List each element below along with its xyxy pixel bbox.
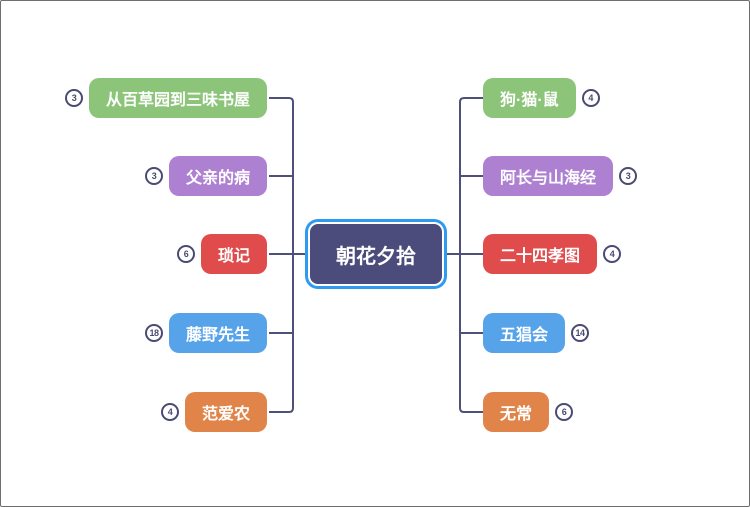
branch-label: 范爱农	[201, 406, 250, 423]
collapse-count-badge[interactable]: 3	[144, 167, 163, 185]
root-node-label: 朝花夕拾	[336, 245, 416, 268]
left-branch-1[interactable]: 3 从百草园到三味书屋	[64, 78, 267, 118]
collapse-count-badge[interactable]: 18	[144, 324, 163, 342]
right-branch-4[interactable]: 五猖会 14	[483, 313, 590, 353]
collapse-count-badge[interactable]: 3	[64, 89, 83, 107]
right-branch-1[interactable]: 狗·猫·鼠 4	[483, 78, 600, 118]
collapse-count-badge[interactable]: 6	[176, 245, 195, 263]
left-branch-2[interactable]: 3 父亲的病	[144, 156, 267, 196]
collapse-count-badge[interactable]: 4	[160, 403, 179, 421]
collapse-count-badge[interactable]: 4	[603, 245, 622, 263]
collapse-count-badge[interactable]: 6	[555, 403, 574, 421]
branch-label: 琐记	[217, 248, 250, 265]
branch-label: 从百草园到三味书屋	[105, 92, 250, 109]
right-branch-5[interactable]: 无常 6	[483, 392, 574, 432]
right-branch-3[interactable]: 二十四孝图 4	[483, 234, 622, 274]
branch-label: 二十四孝图	[500, 248, 581, 265]
root-node[interactable]: 朝花夕拾	[308, 222, 444, 286]
left-branch-5[interactable]: 4 范爱农	[160, 392, 267, 432]
left-bracket-connector	[269, 97, 294, 413]
left-branch-3[interactable]: 6 琐记	[176, 234, 267, 274]
branch-label: 阿长与山海经	[500, 170, 597, 187]
branch-label: 无常	[500, 406, 533, 423]
collapse-count-badge[interactable]: 3	[619, 167, 638, 185]
branch-label: 藤野先生	[185, 327, 250, 344]
branch-label: 父亲的病	[185, 170, 250, 187]
branch-label: 狗·猫·鼠	[500, 92, 559, 109]
collapse-count-badge[interactable]: 4	[581, 89, 600, 107]
collapse-count-badge[interactable]: 14	[571, 324, 590, 342]
right-bracket-connector	[459, 97, 483, 413]
branch-label: 五猖会	[500, 327, 549, 344]
right-branch-2[interactable]: 阿长与山海经 3	[483, 156, 638, 196]
left-branch-4[interactable]: 18 藤野先生	[144, 313, 267, 353]
